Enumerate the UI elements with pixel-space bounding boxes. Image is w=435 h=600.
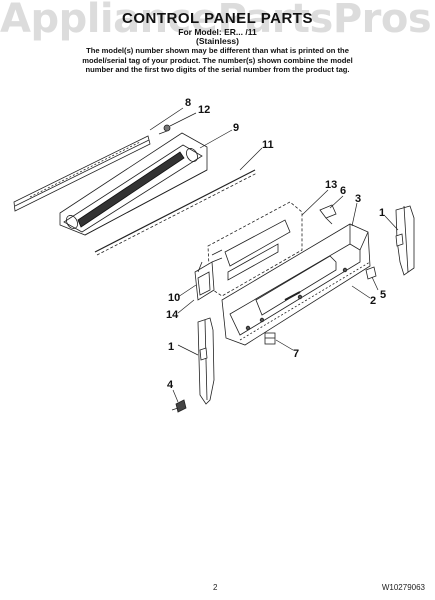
callout-4: 4: [167, 379, 174, 391]
end-cap-left: [197, 317, 215, 405]
leader-lines: [149, 107, 399, 403]
knob-7: [264, 332, 276, 345]
bracket-6: [319, 204, 337, 225]
note-line-3: number and the first two digits of the s…: [85, 65, 350, 75]
clip-5: [365, 266, 377, 280]
callout-13: 13: [325, 179, 337, 191]
rear-cover-panel: [59, 132, 208, 236]
doc-number: W10279063: [381, 583, 425, 592]
page-number: 2: [213, 583, 218, 592]
switch-10: [194, 261, 215, 301]
callout-9: 9: [233, 122, 239, 134]
screw-4: [171, 399, 187, 413]
harness-rod: [94, 169, 258, 256]
main-control-panel: [221, 223, 371, 346]
callout-14: 14: [166, 309, 179, 321]
back-trim-panel: [13, 135, 151, 212]
callout-10: 10: [168, 292, 180, 304]
finish-line: (Stainless): [196, 36, 239, 46]
callout-7: 7: [293, 348, 299, 360]
screw-12: [158, 124, 171, 135]
callout-3: 3: [355, 193, 361, 205]
callout-5: 5: [380, 289, 386, 301]
callout-1-right: 1: [379, 207, 385, 219]
callout-2: 2: [370, 295, 376, 307]
callout-11: 11: [262, 139, 274, 151]
callout-1-left: 1: [168, 341, 174, 353]
model-notes: The model(s) number shown may be differe…: [0, 46, 435, 75]
model-line: For Model: ER... /11: [178, 27, 257, 37]
callout-labels: 8 12 9 11 13 6 3 1 1 10 14 2 5 7 4: [166, 97, 386, 391]
control-board: [207, 201, 303, 297]
page-title: CONTROL PANEL PARTS: [122, 10, 313, 27]
end-cap-right: [395, 205, 415, 276]
callout-8: 8: [185, 97, 191, 109]
callout-12: 12: [198, 104, 210, 116]
note-line-1: The model(s) number shown may be differe…: [86, 46, 349, 55]
note-line-2: model/serial tag of your product. The nu…: [82, 55, 353, 65]
callout-6: 6: [340, 185, 346, 197]
